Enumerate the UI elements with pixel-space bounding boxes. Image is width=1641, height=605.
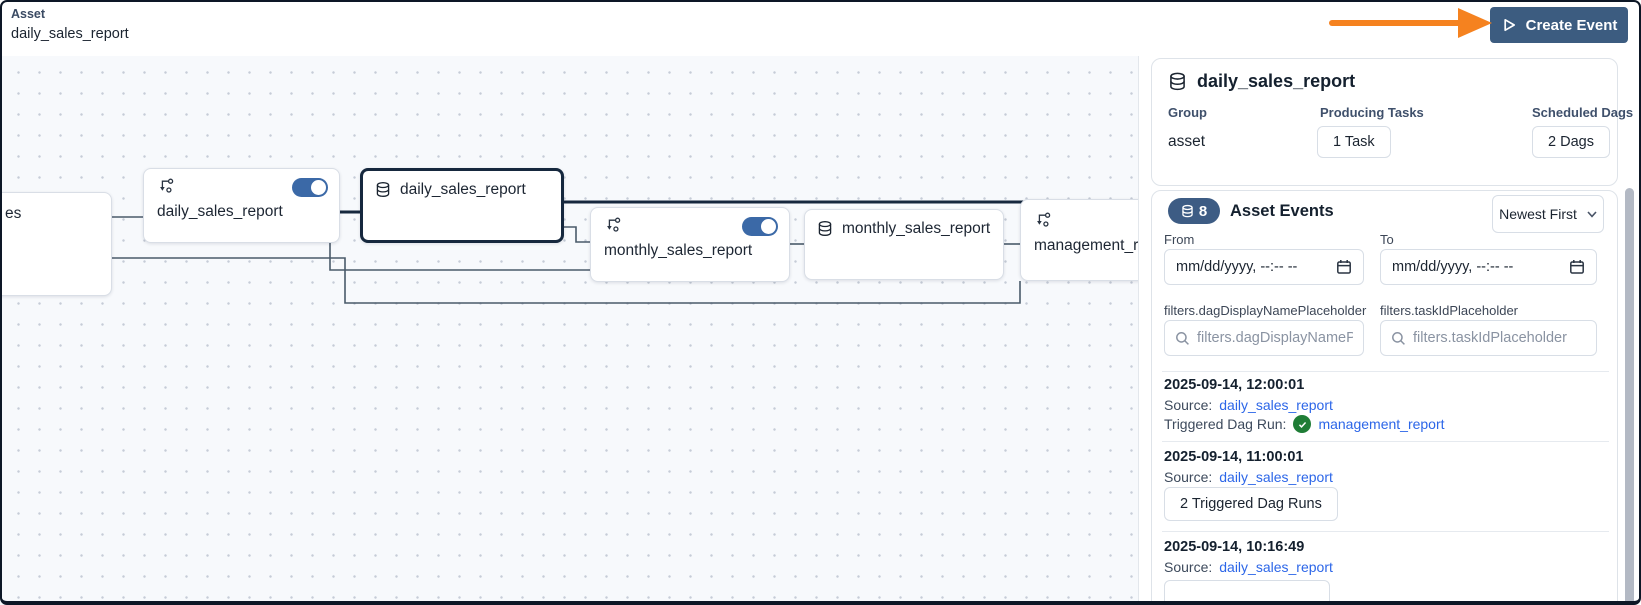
- source-label: Source:: [1164, 397, 1213, 413]
- node-label: monthly_sales_report: [604, 242, 753, 259]
- divider: [1162, 531, 1609, 532]
- asset-details-panel: daily_sales_report Group Producing Tasks…: [1138, 52, 1641, 605]
- search-icon: [1176, 331, 1189, 345]
- task-filter-label: filters.taskIdPlaceholder: [1380, 303, 1519, 318]
- group-label: Group: [1168, 105, 1207, 120]
- source-asset-link[interactable]: daily_sales_report: [1219, 469, 1333, 485]
- asset-schedule-icon: [160, 178, 174, 193]
- asset-details-card: daily_sales_report Group Producing Tasks…: [1151, 58, 1633, 186]
- database-icon: [1170, 72, 1185, 90]
- source-asset-link[interactable]: daily_sales_report: [1219, 559, 1333, 575]
- event-count: 8: [1198, 202, 1208, 220]
- asset-schedule-icon: [1037, 212, 1051, 227]
- asset-events-card: 8 Asset Events Newest First From To mm/d…: [1151, 190, 1618, 605]
- source-asset-link[interactable]: daily_sales_report: [1219, 397, 1333, 413]
- toggle-knob: [761, 219, 776, 234]
- toggle-knob: [311, 180, 326, 195]
- breadcrumb-asset-label: Asset: [11, 7, 46, 21]
- dag-filter-input[interactable]: [1197, 330, 1353, 346]
- database-icon: [376, 182, 390, 197]
- node-label: es: [5, 205, 22, 222]
- calendar-icon[interactable]: [1569, 259, 1585, 275]
- scheduled-dags-button[interactable]: 2 Dags: [1532, 126, 1610, 158]
- asset-graph-canvas[interactable]: es daily_sales_report daily_sales_report: [0, 56, 1138, 605]
- triggered-dag-runs-button-clipped[interactable]: [1164, 580, 1330, 605]
- dag-enabled-toggle[interactable]: [742, 217, 778, 236]
- page-title: daily_sales_report: [11, 26, 129, 42]
- divider: [1162, 371, 1609, 372]
- create-event-label: Create Event: [1525, 16, 1618, 34]
- scheduled-dags-label: Scheduled Dags: [1532, 105, 1634, 120]
- search-icon: [1392, 331, 1405, 345]
- event-source-row: Source: daily_sales_report: [1164, 469, 1333, 485]
- database-icon: [1182, 204, 1193, 217]
- calendar-icon[interactable]: [1336, 259, 1352, 275]
- from-datetime-input[interactable]: mm/dd/yyyy, --:-- --: [1164, 249, 1364, 285]
- node-label: monthly_sales_report: [842, 220, 991, 237]
- graph-node-daily-sales-report-dag[interactable]: daily_sales_report: [143, 168, 340, 243]
- to-datetime-placeholder: mm/dd/yyyy, --:-- --: [1392, 259, 1514, 275]
- to-label: To: [1380, 232, 1394, 247]
- graph-edges: [112, 200, 1075, 304]
- source-label: Source:: [1164, 559, 1213, 575]
- panel-scrollbar[interactable]: [1625, 188, 1634, 605]
- sort-order-select[interactable]: Newest First: [1492, 195, 1604, 233]
- event-triggered-row: Triggered Dag Run: management_report: [1164, 415, 1445, 433]
- node-label: daily_sales_report: [157, 203, 283, 220]
- dag-filter-inputwrap: [1164, 320, 1364, 356]
- event-timestamp: 2025-09-14, 12:00:01: [1164, 377, 1305, 393]
- from-datetime-placeholder: mm/dd/yyyy, --:-- --: [1176, 259, 1298, 275]
- asset-events-title: Asset Events: [1230, 202, 1334, 220]
- success-check-icon: [1293, 415, 1312, 433]
- asset-details-title-row: daily_sales_report: [1168, 71, 1355, 92]
- event-timestamp: 2025-09-14, 11:00:01: [1164, 449, 1304, 465]
- from-label: From: [1164, 232, 1195, 247]
- triggered-dag-run-link[interactable]: management_report: [1318, 416, 1445, 432]
- create-event-button[interactable]: Create Event: [1490, 7, 1628, 43]
- event-source-row: Source: daily_sales_report: [1164, 397, 1333, 413]
- graph-node-daily-sales-report-asset[interactable]: daily_sales_report: [360, 168, 564, 243]
- graph-node-monthly-sales-report-asset[interactable]: monthly_sales_report: [804, 209, 1004, 280]
- producing-tasks-label: Producing Tasks: [1320, 105, 1424, 120]
- annotation-arrow-icon: [1329, 8, 1492, 38]
- event-count-badge: 8: [1168, 198, 1220, 224]
- triggered-dag-run-label: Triggered Dag Run:: [1164, 416, 1287, 432]
- group-value: asset: [1168, 133, 1206, 150]
- graph-node-monthly-sales-report-dag[interactable]: monthly_sales_report: [590, 207, 790, 282]
- node-label: management_report: [1034, 237, 1138, 254]
- event-timestamp: 2025-09-14, 10:16:49: [1164, 539, 1305, 555]
- dag-filter-label: filters.dagDisplayNamePlaceholder: [1164, 303, 1367, 318]
- header: Asset daily_sales_report Create Event: [0, 0, 1641, 56]
- chevron-down-icon: [1587, 210, 1597, 218]
- asset-details-title: daily_sales_report: [1197, 71, 1356, 91]
- graph-node-clipped[interactable]: es: [0, 192, 112, 296]
- play-icon: [1503, 18, 1515, 32]
- sort-order-value: Newest First: [1499, 206, 1577, 222]
- event-source-row: Source: daily_sales_report: [1164, 559, 1333, 575]
- to-datetime-input[interactable]: mm/dd/yyyy, --:-- --: [1380, 249, 1597, 285]
- triggered-dag-runs-button[interactable]: 2 Triggered Dag Runs: [1164, 487, 1338, 521]
- asset-schedule-icon: [607, 217, 621, 232]
- task-filter-input[interactable]: [1413, 330, 1586, 346]
- dag-enabled-toggle[interactable]: [292, 178, 328, 197]
- graph-node-management-report-dag[interactable]: management_report: [1020, 199, 1138, 281]
- node-label: daily_sales_report: [400, 181, 526, 198]
- source-label: Source:: [1164, 469, 1213, 485]
- task-filter-inputwrap: [1380, 320, 1597, 356]
- divider: [1162, 441, 1609, 442]
- producing-tasks-button[interactable]: 1 Task: [1317, 126, 1391, 158]
- database-icon: [818, 221, 832, 236]
